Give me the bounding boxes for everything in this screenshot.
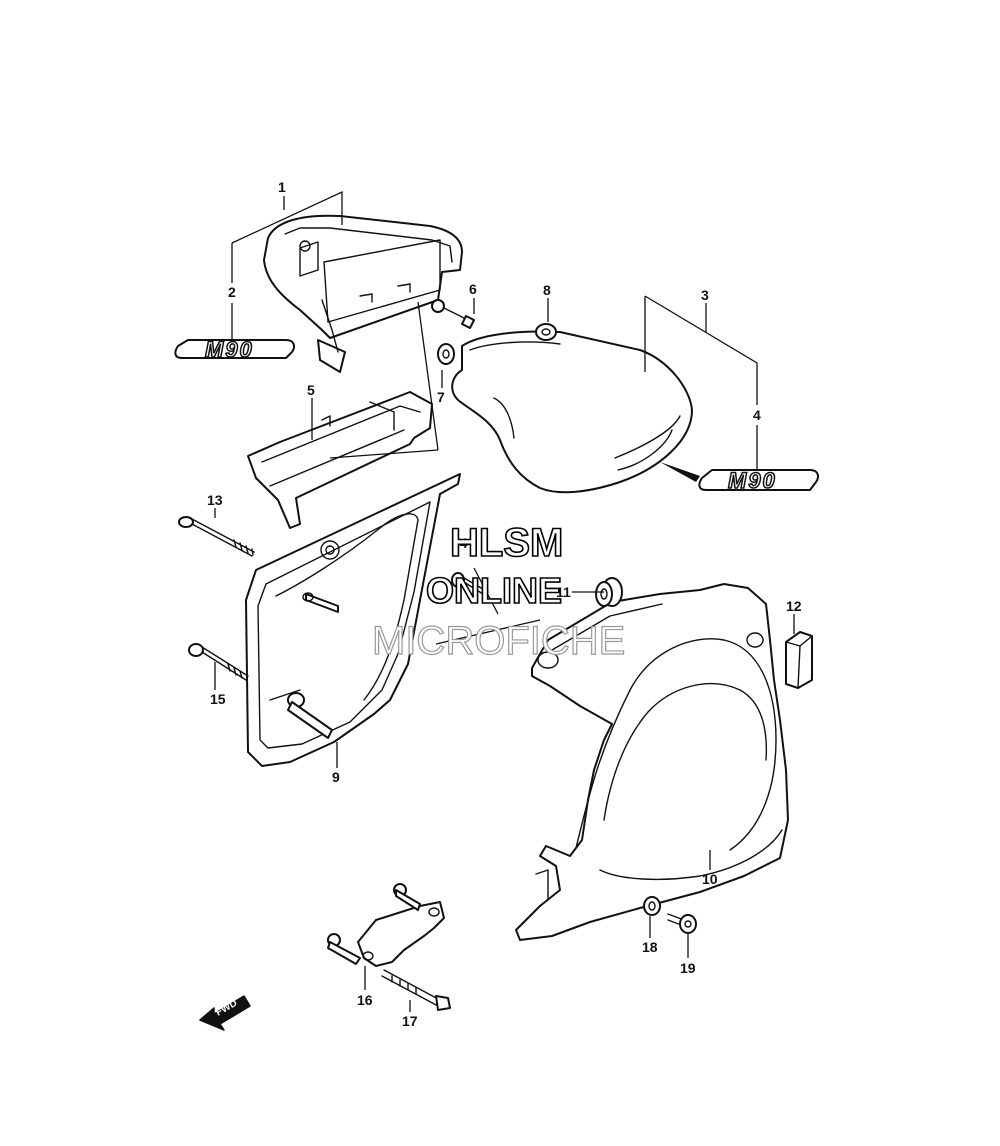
part-14-screw	[451, 572, 489, 597]
part-13-bolt	[178, 516, 255, 557]
callout-12: 12	[786, 598, 802, 614]
callout-1: 1	[278, 179, 286, 195]
callout-4: 4	[753, 407, 761, 423]
part-1-side-cover	[263, 214, 463, 373]
part-3-side-cover	[451, 330, 693, 494]
part-18-collar	[643, 896, 661, 916]
callout-2: 2	[228, 284, 236, 300]
callout-3: 3	[701, 287, 709, 303]
part-8-grommet	[535, 323, 557, 341]
part-12-pad	[785, 631, 813, 689]
callout-18: 18	[642, 939, 658, 955]
watermark-line1: HLSM	[450, 521, 563, 565]
callout-9: 9	[332, 769, 340, 785]
part-15-bolt	[188, 643, 249, 681]
part-7-grommet	[437, 343, 455, 365]
watermark-line3: MICROFICHE	[372, 619, 625, 663]
part-6-screw	[431, 299, 475, 329]
part-4-emblem: M90	[660, 462, 819, 494]
callout-7: 7	[437, 389, 445, 405]
part-17-bolt	[381, 969, 451, 1011]
callout-6: 6	[469, 281, 477, 297]
callout-15: 15	[210, 691, 226, 707]
part-11-grommet	[595, 577, 623, 607]
part-19-bolt	[667, 913, 697, 934]
part-5-bracket	[247, 391, 433, 529]
part-16-mount-bracket	[327, 883, 445, 967]
callout-17: 17	[402, 1013, 418, 1029]
callout-8: 8	[543, 282, 551, 298]
watermark: HLSM ONLINE MICROFICHE	[371, 520, 626, 663]
callout-labels: 1 2 3 4 5 6 7 8 9 10 11 12 13 14 15 16 1…	[207, 179, 802, 1029]
callout-13: 13	[207, 492, 223, 508]
emblem-4-text: M90	[728, 468, 777, 493]
part-10-engine-cover	[515, 583, 789, 941]
callout-16: 16	[357, 992, 373, 1008]
watermark-line2: ONLINE	[426, 570, 562, 611]
part-9-frame-cover	[245, 473, 461, 767]
callout-14: 14	[452, 535, 468, 551]
part-2-emblem: M90	[174, 336, 295, 363]
assembly-guides	[231, 190, 758, 645]
callout-5: 5	[307, 382, 315, 398]
callout-10: 10	[702, 871, 718, 887]
callout-19: 19	[680, 960, 696, 976]
callout-leaders	[214, 196, 795, 1012]
fwd-arrow-icon: FWD	[199, 995, 251, 1031]
emblem-2-text: M90	[205, 337, 254, 362]
callout-11: 11	[556, 584, 571, 600]
